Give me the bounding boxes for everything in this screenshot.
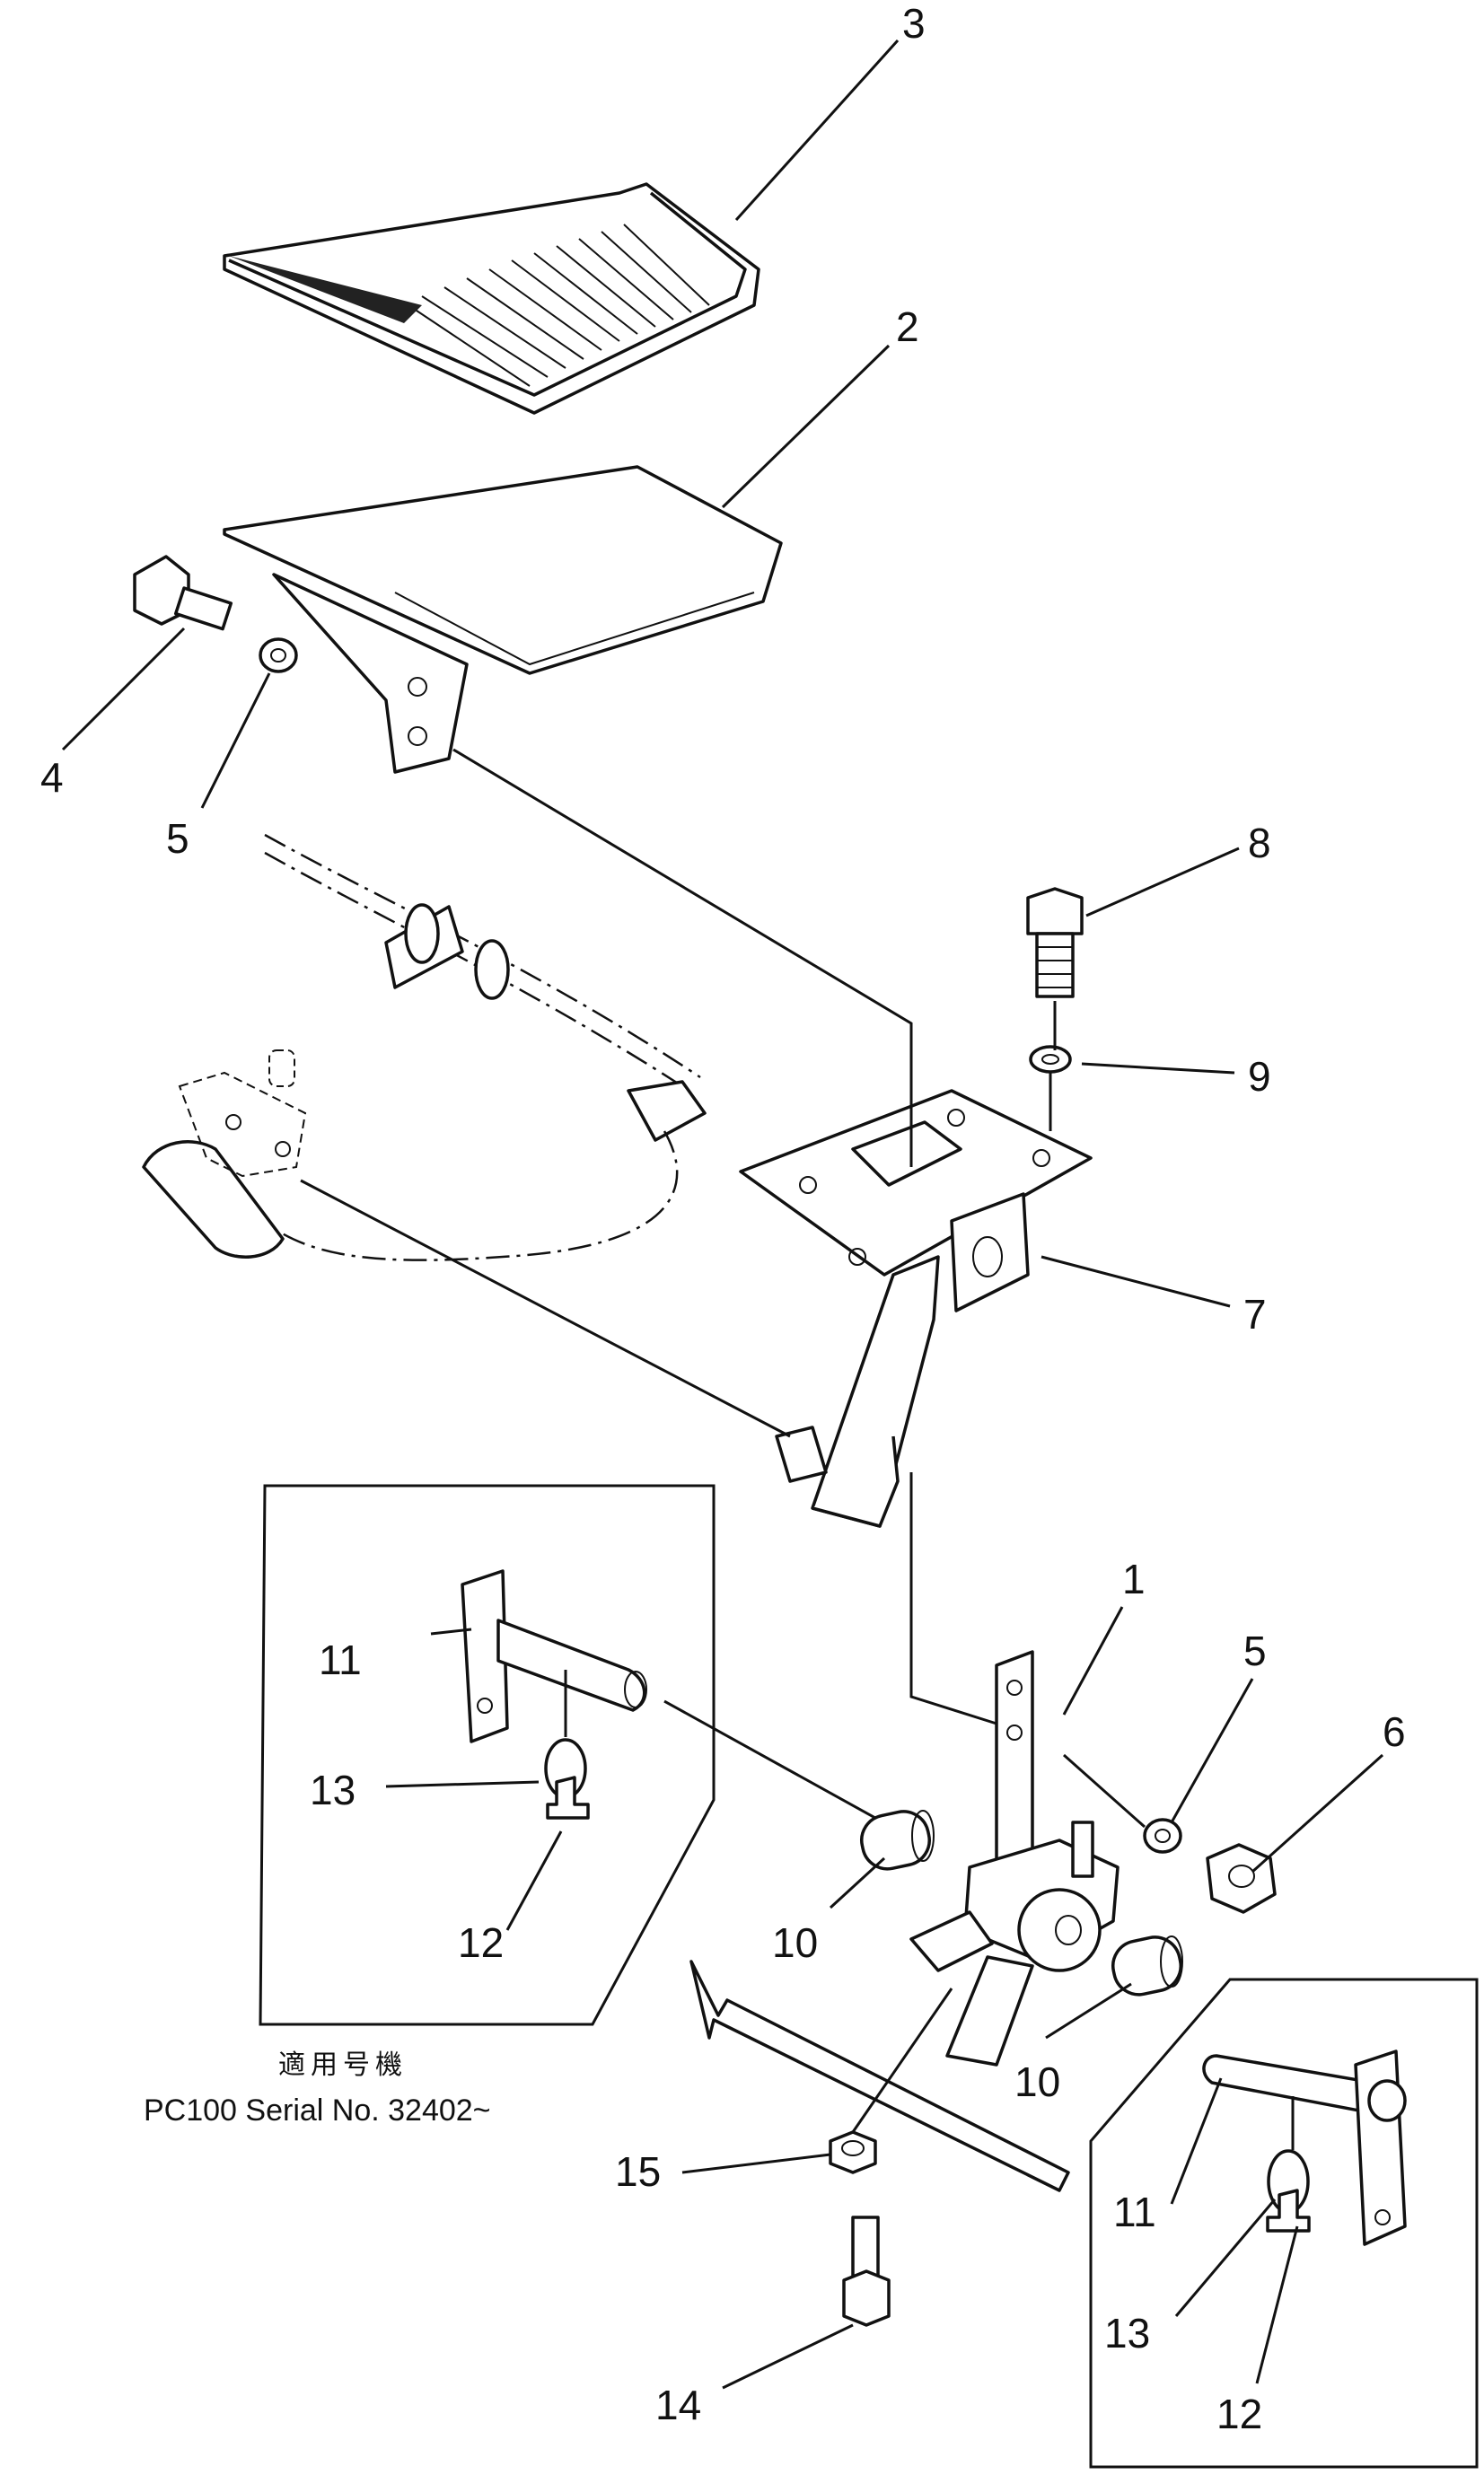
callout-12-left: 12 [458,1919,504,1966]
front-direction-arrow [689,1960,1070,2192]
part-9-washer [1029,1045,1072,1074]
callout-8: 8 [1248,820,1271,866]
applicability-heading: 適用号機 [278,2049,408,2081]
callout-6: 6 [1383,1708,1406,1755]
part-5-washer-top [259,637,298,673]
callout-13-left: 13 [310,1767,356,1813]
callout-numbers: 3 2 4 5 8 9 7 1 5 6 11 13 12 10 10 15 14… [40,0,1406,2437]
accelerator-cable [142,833,707,1261]
callout-11-right: 11 [1113,2189,1156,2235]
part-4-bolt [133,555,233,631]
part-15-nut [829,2130,877,2174]
part-8-bolt [1026,887,1084,998]
callout-10-lower: 10 [1014,2058,1060,2105]
part-5-washer-lower [1143,1818,1182,1854]
callout-2: 2 [896,303,919,350]
callout-9: 9 [1248,1053,1271,1100]
callout-10-upper: 10 [772,1919,818,1966]
inset-box-right [1089,1978,1479,2469]
callout-5-top: 5 [166,815,189,862]
part-2-pedal [223,465,783,774]
part-14-bolt [842,2216,891,2327]
part-3-pedal-cover [223,182,760,415]
callout-11-left: 11 [319,1637,362,1683]
inset-box-left [259,1484,716,2026]
serial-number-note: PC100 Serial No. 32402~ [144,2093,491,2128]
part-10-bushing-upper [860,1810,935,1871]
callout-15: 15 [615,2148,661,2195]
leader-lines [61,39,1384,2390]
callout-13-right: 13 [1104,2310,1150,2357]
callout-12-right: 12 [1216,2391,1262,2437]
part-10-bushing-lower [1111,1935,1183,1997]
callout-7: 7 [1243,1291,1267,1338]
callout-4: 4 [40,754,64,801]
part-1-lever [909,1650,1120,2067]
callout-3: 3 [902,0,926,47]
callout-5-lower: 5 [1243,1628,1267,1674]
callout-1: 1 [1122,1556,1146,1602]
serial-applicability-note: 適用号機 PC100 Serial No. 32402~ [144,2049,491,2128]
part-6-nut [1206,1843,1277,1914]
callout-14: 14 [655,2382,701,2428]
part-7-bracket [739,1089,1093,1528]
